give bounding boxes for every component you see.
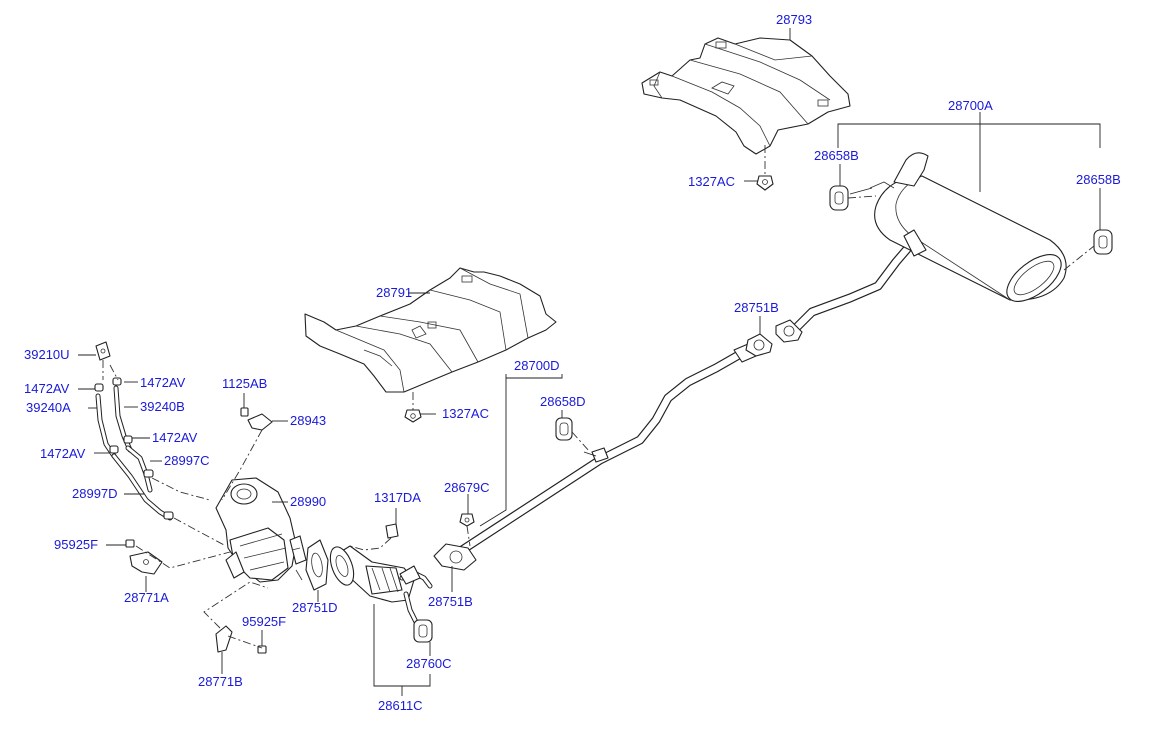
sensor-pipe-28997D bbox=[111, 453, 174, 521]
label-28658B-right: 28658B bbox=[1076, 172, 1121, 187]
gasket-28751D bbox=[305, 539, 329, 591]
label-1317DA: 1317DA bbox=[374, 490, 421, 505]
label-28997D: 28997D bbox=[72, 486, 118, 501]
nut-1327AC-top bbox=[756, 175, 774, 191]
bolt-95925F-left bbox=[125, 539, 135, 548]
label-28793: 28793 bbox=[776, 12, 812, 27]
bolt-1317DA bbox=[385, 523, 399, 539]
gasket-28751B-top bbox=[745, 333, 773, 357]
bracket-28771A bbox=[129, 551, 163, 575]
hanger-28658D bbox=[555, 417, 573, 441]
heat-protector-28793 bbox=[641, 37, 851, 155]
label-28700D: 28700D bbox=[514, 358, 560, 373]
clip-1472AV-d bbox=[109, 445, 119, 454]
hanger-28760C bbox=[413, 619, 433, 643]
bolt-1125AB bbox=[240, 407, 249, 417]
hanger-28658B-left bbox=[829, 185, 849, 211]
nut-1327AC-mid bbox=[404, 409, 422, 423]
part-labels: 28793 1327AC 28700A 28658B 28658B 28791 … bbox=[24, 12, 1121, 713]
clip-1472AV-b bbox=[112, 377, 122, 386]
front-flange bbox=[329, 546, 355, 586]
label-28943: 28943 bbox=[290, 413, 326, 428]
label-28751D: 28751D bbox=[292, 600, 338, 615]
dash-28679C bbox=[466, 525, 471, 547]
label-1472AV-a: 1472AV bbox=[24, 381, 70, 396]
label-28751B-bottom: 28751B bbox=[428, 594, 473, 609]
gasket-28751B-bottom bbox=[433, 543, 477, 571]
label-28751B-top: 28751B bbox=[734, 300, 779, 315]
label-39240B: 39240B bbox=[140, 399, 185, 414]
label-1472AV-b: 1472AV bbox=[140, 375, 186, 390]
dash-95925F-bottom bbox=[227, 635, 263, 649]
label-28771A: 28771A bbox=[124, 590, 169, 605]
label-28658B-left: 28658B bbox=[814, 148, 859, 163]
catalytic-converter bbox=[215, 477, 307, 583]
bracket-28943 bbox=[247, 413, 273, 431]
label-95925F-bottom: 95925F bbox=[242, 614, 286, 629]
label-1327AC-mid: 1327AC bbox=[442, 406, 489, 421]
label-28658D: 28658D bbox=[540, 394, 586, 409]
label-28791: 28791 bbox=[376, 285, 412, 300]
clip-1472AV-a bbox=[94, 383, 104, 392]
dash-hanger-left bbox=[847, 195, 877, 199]
dash-28943 bbox=[221, 429, 263, 501]
dash-hanger-right bbox=[1063, 245, 1095, 271]
dash-28771B bbox=[203, 581, 269, 629]
dash-28771A bbox=[135, 545, 231, 569]
label-28997C: 28997C bbox=[164, 453, 210, 468]
dash-28997D bbox=[173, 517, 227, 547]
label-1125AB: 1125AB bbox=[222, 376, 267, 391]
main-muffler bbox=[787, 152, 1067, 337]
center-pipe bbox=[451, 343, 757, 559]
label-1327AC-top: 1327AC bbox=[688, 174, 735, 189]
label-95925F-left: 95925F bbox=[54, 537, 98, 552]
nut-28679C bbox=[459, 513, 475, 527]
heat-protector-28791 bbox=[304, 267, 557, 393]
dash-39240B bbox=[109, 364, 119, 381]
hanger-28658B-right bbox=[1093, 229, 1113, 255]
gasket-rear-flange bbox=[775, 319, 803, 343]
label-28700A: 28700A bbox=[948, 98, 993, 113]
label-28611C: 28611C bbox=[378, 698, 423, 713]
label-39240A: 39240A bbox=[26, 400, 71, 415]
dash-28997C bbox=[151, 477, 211, 501]
label-28990: 28990 bbox=[290, 494, 326, 509]
front-pipe bbox=[333, 545, 433, 625]
sensor-pipe-28997C bbox=[125, 445, 154, 493]
oxygen-sensor-39210U bbox=[95, 341, 111, 361]
bracket-28771B bbox=[215, 625, 233, 653]
label-28679C: 28679C bbox=[444, 480, 490, 495]
dash-28658D bbox=[571, 431, 591, 453]
leader-lines bbox=[78, 28, 1101, 696]
label-1472AV-c: 1472AV bbox=[152, 430, 198, 445]
label-39210U: 39210U bbox=[24, 347, 70, 362]
label-28760C: 28760C bbox=[406, 656, 452, 671]
clip-1472AV-c bbox=[123, 435, 133, 444]
label-1472AV-d: 1472AV bbox=[40, 446, 86, 461]
label-28771B: 28771B bbox=[198, 674, 243, 689]
dash-1317DA bbox=[349, 537, 392, 551]
